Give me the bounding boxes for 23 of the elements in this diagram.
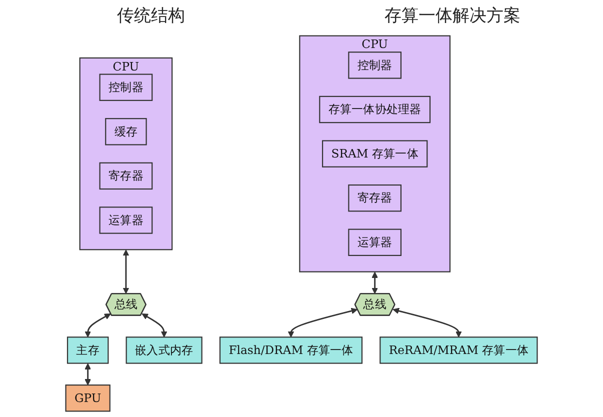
arrow	[122, 250, 130, 294]
node-box: 控制器	[99, 74, 153, 101]
arrow	[84, 314, 111, 338]
arrow	[84, 363, 92, 386]
node-box: 嵌入式内存	[126, 336, 202, 364]
panel-title: 存算一体解决方案	[383, 4, 522, 26]
node-box: Flash/DRAM 存算一体	[219, 336, 363, 364]
arrow	[392, 308, 462, 338]
node-box: 运算器	[348, 228, 402, 256]
node-box: 运算器	[99, 206, 153, 234]
node-box: GPU	[65, 384, 110, 412]
arrow	[142, 314, 168, 338]
node-box: 寄存器	[348, 184, 402, 212]
node-box: ReRAM/MRAM 存算一体	[380, 336, 538, 364]
panel-title: 传统结构	[116, 4, 186, 26]
arrow	[288, 308, 358, 338]
node-box: 缓存	[105, 118, 147, 146]
node-box: 主存	[66, 336, 109, 364]
node-box: SRAM 存算一体	[322, 140, 428, 168]
node-box: 控制器	[348, 52, 402, 79]
arrow	[372, 272, 378, 294]
node-box: 寄存器	[99, 162, 153, 190]
node-box: 存算一体协处理器	[319, 96, 431, 124]
